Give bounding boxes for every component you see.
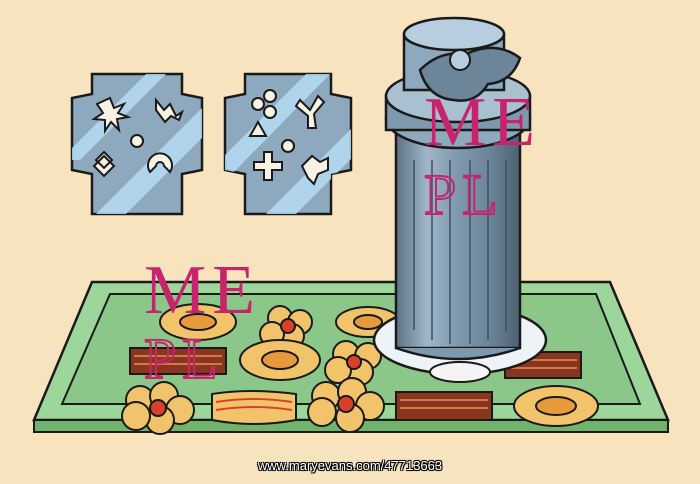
flower-cookie (121, 381, 195, 435)
ring-cookie (159, 303, 237, 341)
watermark-letters-outline: PL (423, 162, 504, 227)
image-credit: www.maryevans.com/47713663 (257, 458, 443, 473)
press-disc-1 (70, 72, 204, 216)
bar-cookie (395, 391, 493, 421)
ring-cookie (513, 385, 599, 427)
bar-cookie (211, 390, 297, 425)
watermark-letters-outline: PL (143, 326, 224, 391)
cookie-press-tube (384, 16, 532, 361)
ring-cookie (239, 339, 321, 381)
flower-cookie (307, 377, 385, 433)
press-disc-2 (223, 72, 353, 216)
watermark-letters: ME (424, 84, 541, 161)
flower-cookie (324, 340, 382, 386)
bar-cookie (129, 347, 227, 375)
watermark-letters: ME (144, 252, 261, 329)
